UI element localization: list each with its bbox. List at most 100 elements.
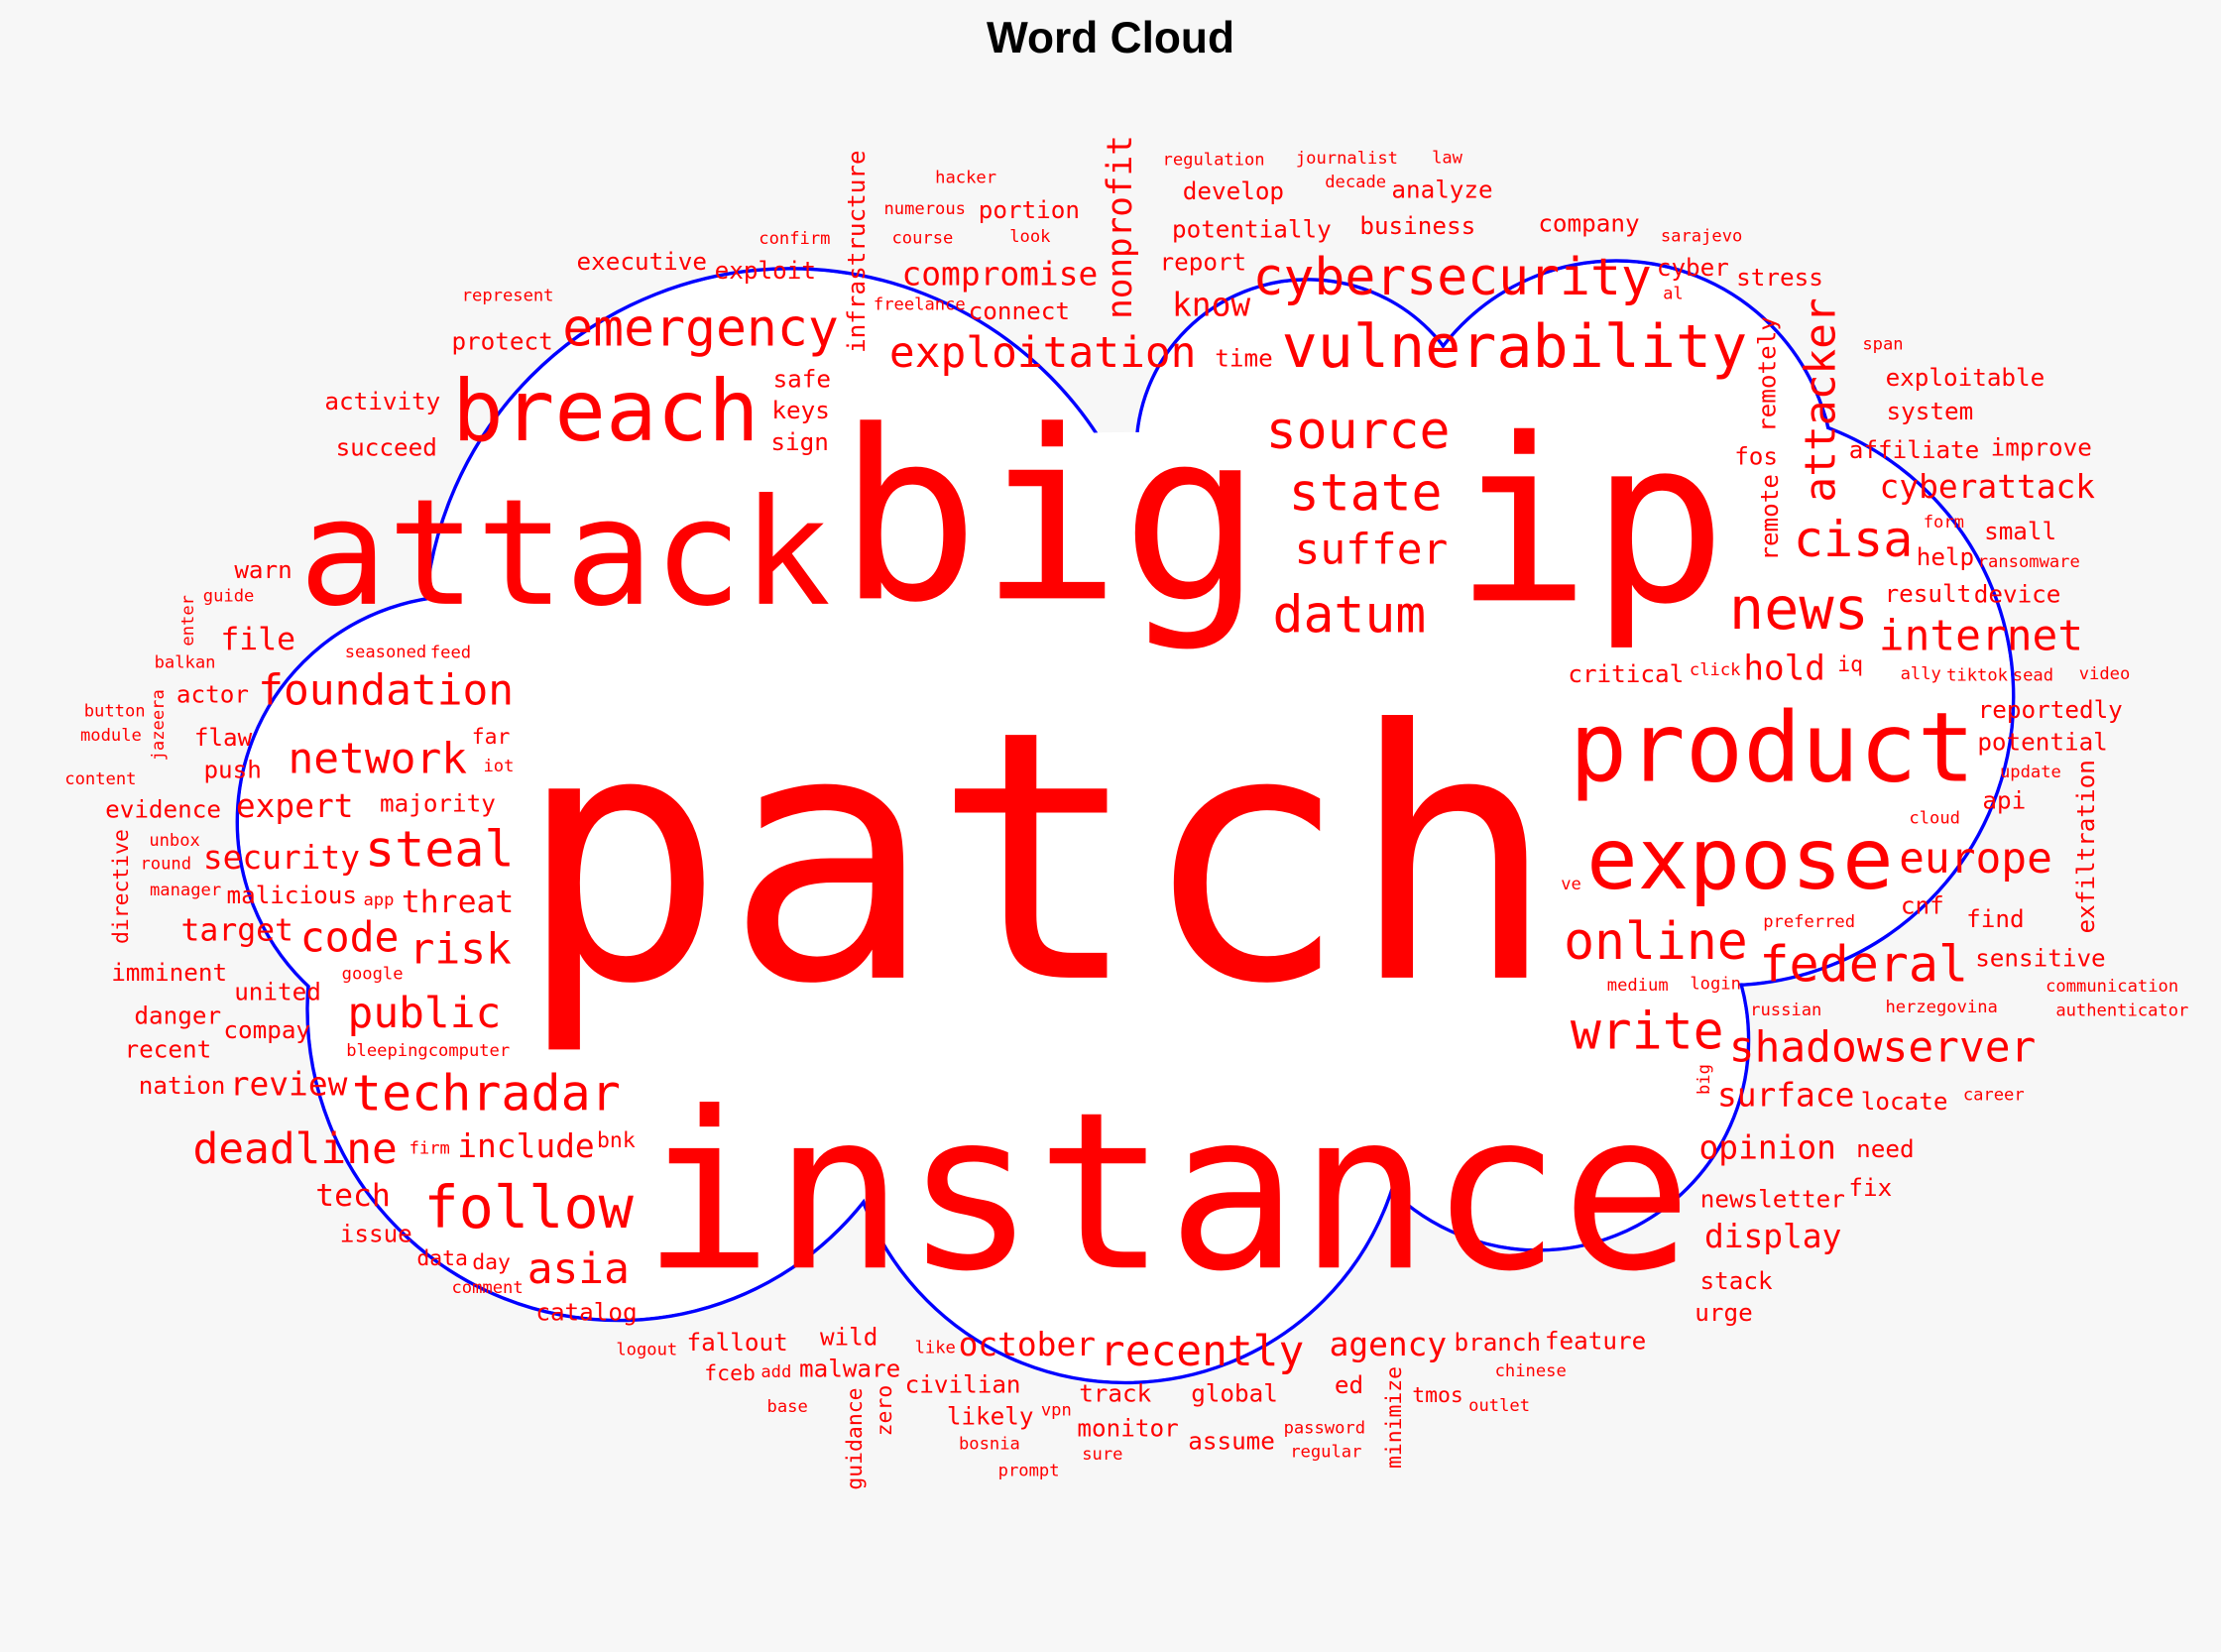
word-write: write — [1571, 1003, 1724, 1062]
word-iq: iq — [1837, 652, 1863, 677]
word-big: big — [1695, 1064, 1714, 1095]
word-content: content — [64, 769, 136, 789]
word-warn: warn — [234, 555, 292, 584]
word-authenticator: authenticator — [2055, 1001, 2188, 1020]
word-techradar: techradar — [352, 1065, 621, 1122]
word-target: target — [181, 912, 293, 948]
word-product: product — [1570, 692, 1975, 804]
word-know: know — [1172, 287, 1250, 324]
word-patch: patch — [517, 657, 1557, 1060]
word-united: united — [234, 978, 321, 1006]
word-datum: datum — [1273, 585, 1427, 645]
word-minimize: minimize — [1382, 1366, 1407, 1469]
word-bleepingcomputer: bleepingcomputer — [346, 1041, 510, 1061]
word-fallout: fallout — [686, 1328, 787, 1357]
word-find: find — [1966, 904, 2024, 933]
word-cyberattack: cyberattack — [1880, 468, 2096, 506]
word-recent: recent — [125, 1034, 212, 1063]
word-ally: ally — [1901, 664, 1941, 684]
word-regular: regular — [1290, 1443, 1361, 1463]
word-api: api — [1982, 785, 2026, 814]
word-represent: represent — [462, 286, 554, 305]
word-track: track — [1079, 1378, 1151, 1407]
word-herzegovina: herzegovina — [1885, 998, 1997, 1017]
word-review: review — [230, 1065, 348, 1103]
word-ransomware: ransomware — [1978, 552, 2080, 572]
word-sensitive: sensitive — [1975, 944, 2105, 973]
word-analyze: analyze — [1391, 175, 1492, 203]
word-malware: malware — [799, 1355, 900, 1383]
word-actor: actor — [176, 679, 249, 708]
word-small: small — [1984, 517, 2056, 545]
word-imminent: imminent — [111, 958, 227, 987]
word-exploitation: exploitation — [889, 328, 1197, 378]
word-enter: enter — [178, 595, 198, 647]
word-asia: asia — [527, 1244, 630, 1294]
word-update: update — [2000, 763, 2061, 782]
word-span: span — [1862, 334, 1903, 354]
word-regulation: regulation — [1163, 150, 1265, 170]
word-potential: potential — [1977, 727, 2107, 756]
word-preferred: preferred — [1763, 912, 1855, 932]
word-vulnerability: vulnerability — [1282, 312, 1748, 382]
word-news: news — [1729, 575, 1869, 643]
word-bosnia: bosnia — [959, 1435, 1020, 1455]
word-like: like — [915, 1339, 956, 1358]
word-fceb: fceb — [704, 1361, 756, 1386]
word-emergency: emergency — [562, 299, 839, 359]
word-portion: portion — [979, 195, 1080, 224]
word-nonprofit: nonprofit — [1101, 135, 1140, 319]
word-october: october — [959, 1326, 1096, 1363]
word-security: security — [203, 839, 360, 877]
word-protect: protect — [451, 327, 552, 356]
word-form: form — [1924, 513, 1964, 532]
word-deadline: deadline — [192, 1124, 397, 1174]
word-exploit: exploit — [715, 256, 816, 285]
word-recently: recently — [1100, 1327, 1304, 1376]
word-expose: expose — [1586, 810, 1894, 909]
word-expert: expert — [236, 787, 354, 825]
word-device: device — [1974, 579, 2061, 608]
word-executive: executive — [577, 247, 707, 276]
word-feed: feed — [430, 643, 471, 662]
word-federal: federal — [1759, 935, 1968, 993]
word-remote: remote — [1755, 474, 1784, 561]
word-journalist: journalist — [1296, 149, 1398, 169]
word-law: law — [1432, 148, 1463, 168]
word-develop: develop — [1183, 177, 1284, 205]
word-cnf: cnf — [1901, 891, 1944, 920]
word-global: global — [1191, 1379, 1278, 1408]
word-ve: ve — [1561, 875, 1581, 894]
word-file: file — [220, 622, 295, 657]
word-tiktok: tiktok — [1946, 666, 2009, 686]
word-suffer: suffer — [1295, 526, 1449, 575]
word-zero: zero — [873, 1385, 897, 1437]
word-reportedly: reportedly — [1978, 695, 2123, 724]
word-surface: surface — [1717, 1076, 1854, 1114]
word-numerous: numerous — [883, 199, 965, 219]
word-ed: ed — [1335, 1370, 1363, 1399]
word-push: push — [203, 756, 261, 784]
word-threat: threat — [402, 885, 514, 920]
word-ip: ip — [1454, 390, 1726, 653]
word-medium: medium — [1607, 976, 1669, 996]
word-prompt: prompt — [998, 1462, 1060, 1481]
word-click: click — [1690, 660, 1741, 680]
word-base: base — [767, 1397, 808, 1417]
word-outlet: outlet — [1468, 1396, 1530, 1416]
word-confirm: confirm — [759, 229, 830, 249]
word-exploitable: exploitable — [1886, 363, 2046, 392]
word-manager: manager — [150, 881, 221, 900]
word-button: button — [84, 701, 146, 721]
word-display: display — [1704, 1218, 1841, 1255]
word-bnk: bnk — [597, 1128, 636, 1153]
word-vpn: vpn — [1041, 1401, 1072, 1421]
word-iot: iot — [483, 757, 514, 776]
word-locate: locate — [1861, 1087, 1948, 1116]
word-tmos: tmos — [1412, 1383, 1463, 1408]
word-system: system — [1887, 397, 1974, 425]
word-succeed: succeed — [336, 433, 437, 462]
word-connect: connect — [969, 296, 1070, 325]
